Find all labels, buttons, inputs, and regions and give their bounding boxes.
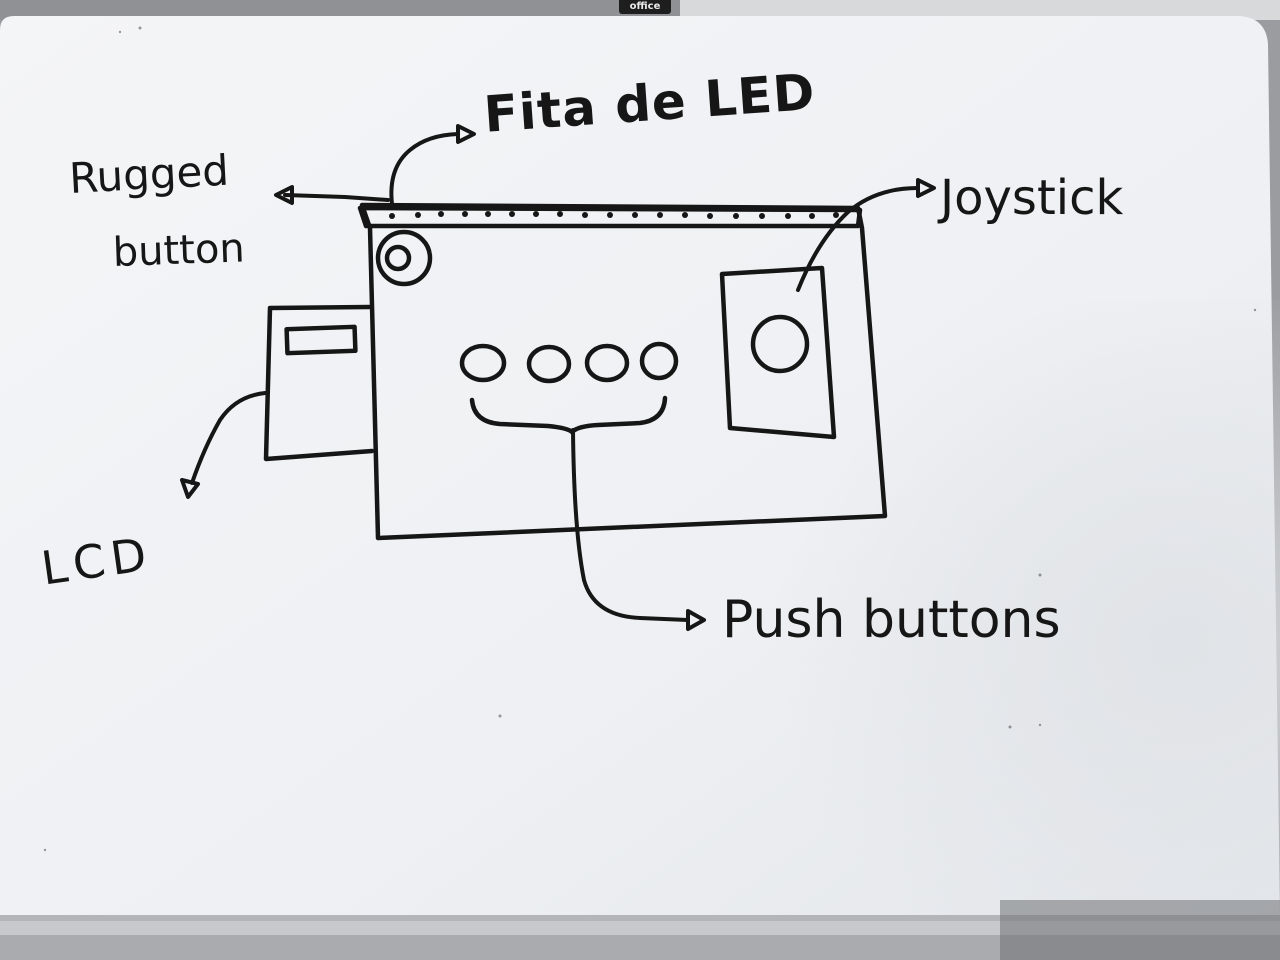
joystick-knob: [750, 314, 810, 374]
push-button-2: [526, 344, 572, 384]
arrow-lcd: [190, 391, 267, 485]
push-button-4: [639, 341, 679, 381]
arrowhead-lcd: [180, 478, 200, 499]
arrow-joystick: [796, 186, 920, 292]
led-dots: [389, 211, 839, 219]
office-brand-tag: office: [619, 0, 671, 14]
rugged-button-outer: [375, 229, 433, 287]
lcd-screen: [284, 324, 358, 356]
rugged-button-inner: [384, 244, 412, 272]
arrowhead-rugged-button: [274, 185, 294, 205]
label-rugged-line1: Rugged: [68, 145, 231, 203]
push-button-1: [459, 343, 507, 383]
joystick-module: [719, 265, 837, 440]
arrowhead-led-strip: [456, 124, 476, 144]
arrow-rugged-button: [283, 193, 390, 202]
label-rugged-line2: button: [112, 225, 246, 276]
arrow-push-buttons: [571, 428, 690, 622]
led-strip: [357, 205, 863, 229]
arrow-led-strip: [389, 132, 460, 206]
push-button-3: [584, 343, 630, 383]
label-joystick: Joystick: [940, 170, 1124, 226]
arrowhead-push-buttons: [686, 609, 706, 631]
arrowhead-joystick: [916, 178, 936, 198]
label-push-buttons: Push buttons: [722, 590, 1061, 650]
lcd-module: [263, 304, 375, 462]
